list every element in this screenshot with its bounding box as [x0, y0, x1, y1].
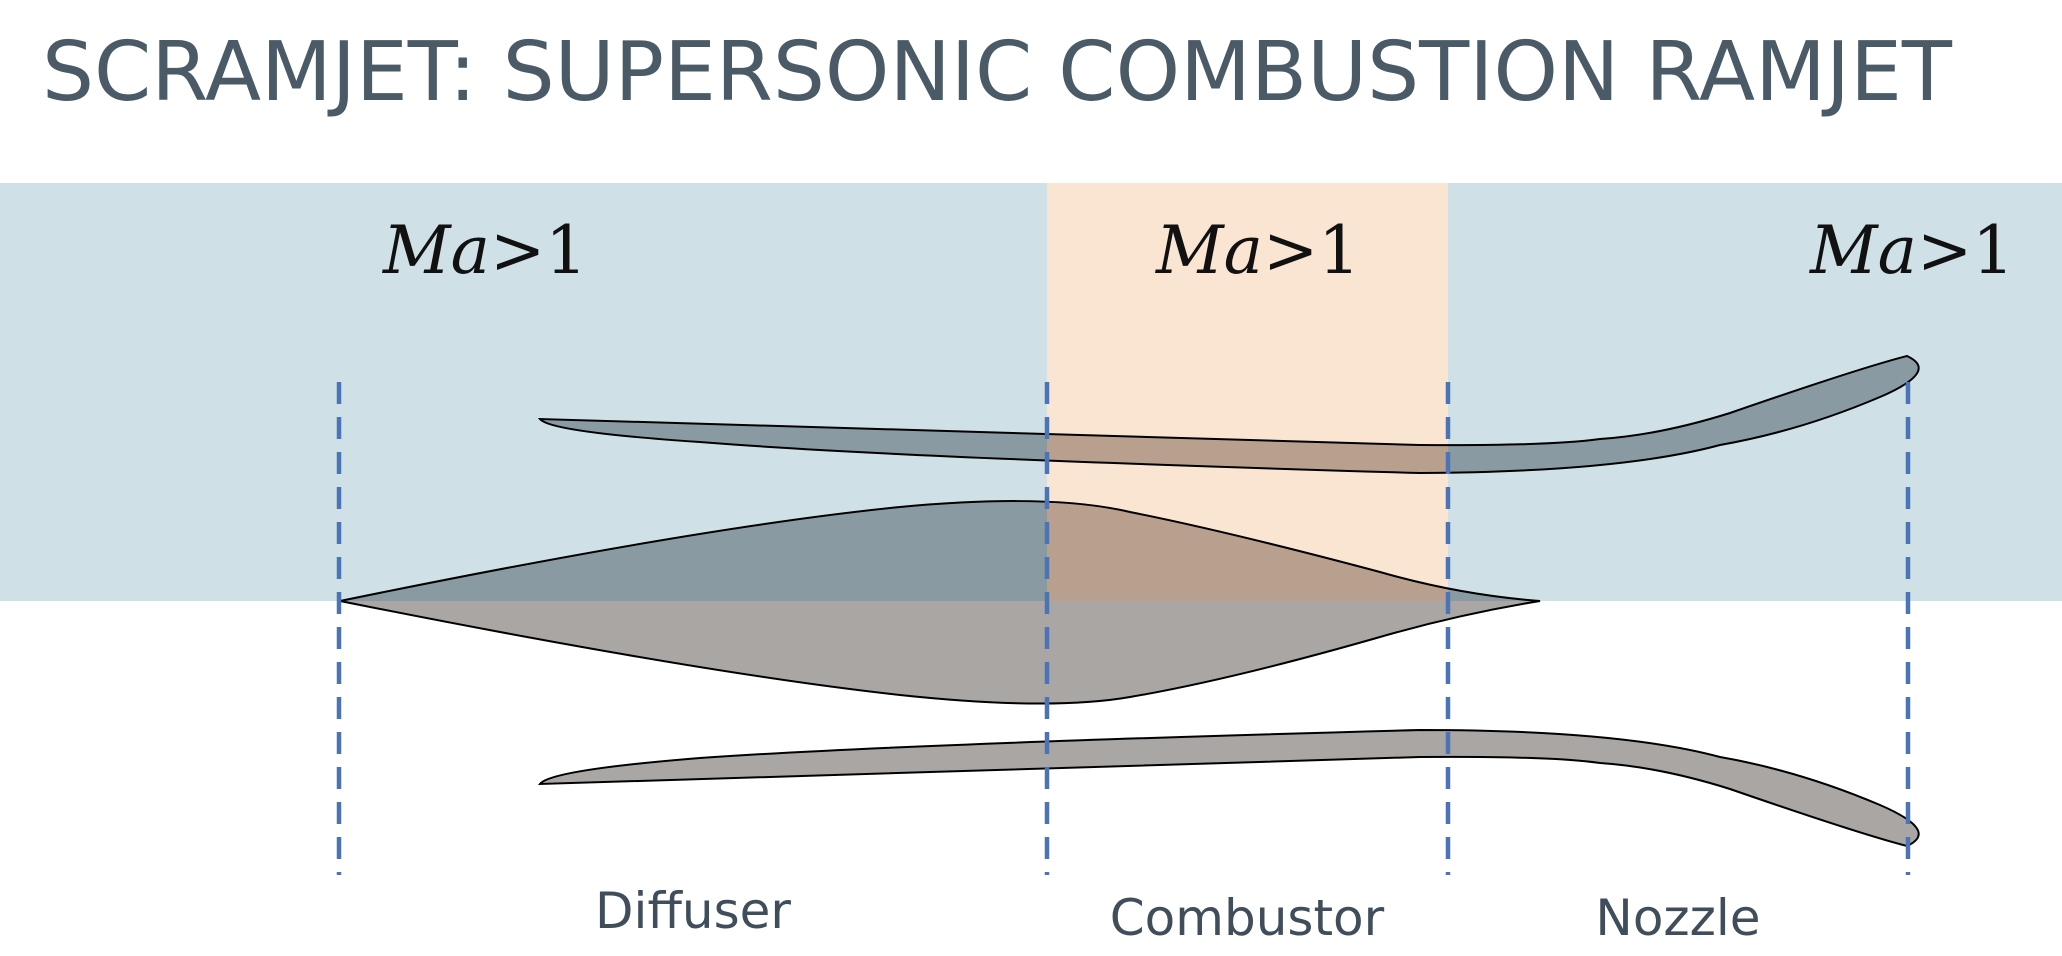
mach-label-exit: Ma>1: [1809, 212, 2014, 289]
mach-relation: >1: [490, 212, 587, 289]
mach-symbol: Ma: [1155, 212, 1263, 289]
mach-relation: >1: [1263, 212, 1360, 289]
mach-label-combustor: Ma>1: [1155, 212, 1360, 289]
station-lines: [336, 382, 1911, 875]
page-title: SCRAMJET: SUPERSONIC COMBUSTION RAMJET: [42, 25, 1953, 120]
mach-symbol: Ma: [1809, 212, 1917, 289]
mach-label-inlet: Ma>1: [382, 212, 587, 289]
section-label-nozzle: Nozzle: [1595, 889, 1760, 947]
section-label-diffuser: Diffuser: [595, 882, 791, 940]
section-label-combustor: Combustor: [1110, 889, 1385, 947]
mach-symbol: Ma: [382, 212, 490, 289]
mach-relation: >1: [1917, 212, 2014, 289]
